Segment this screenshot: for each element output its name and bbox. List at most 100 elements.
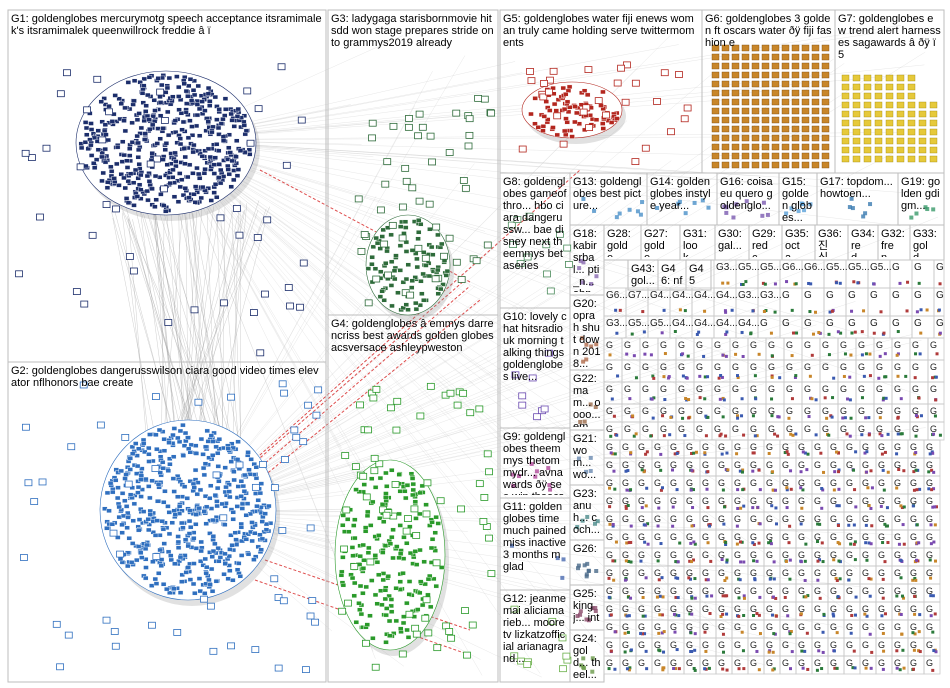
node [735, 524, 739, 528]
node [771, 62, 780, 70]
node [717, 376, 721, 380]
node [736, 374, 740, 378]
tile-label: G [782, 460, 789, 470]
tile-label: G [926, 550, 933, 560]
node [156, 427, 163, 433]
node [125, 200, 132, 205]
node [781, 116, 790, 124]
node [721, 415, 725, 419]
node [737, 614, 741, 618]
node [711, 80, 720, 88]
node [396, 511, 402, 517]
node [801, 53, 810, 61]
tile-label: G [622, 532, 629, 542]
tile-label: G [912, 384, 919, 394]
node [180, 525, 186, 530]
node [362, 525, 369, 530]
node [84, 132, 90, 137]
node [263, 527, 270, 532]
tile-label: G [894, 340, 901, 350]
node [860, 433, 864, 437]
node [617, 211, 622, 216]
node [752, 542, 756, 546]
node [380, 577, 386, 583]
node [613, 79, 622, 87]
node [382, 511, 391, 519]
tile-label: G [766, 514, 773, 524]
node [610, 397, 614, 401]
node [781, 134, 790, 142]
node [642, 523, 646, 527]
node [852, 137, 861, 145]
node [200, 452, 206, 457]
edge [220, 216, 242, 475]
node [372, 592, 379, 598]
node [899, 504, 903, 508]
node [362, 493, 371, 501]
node [314, 386, 323, 394]
tile-label: G [732, 384, 739, 394]
node [869, 506, 873, 510]
node [398, 234, 407, 242]
node [166, 531, 173, 537]
tile-label: G [768, 406, 775, 416]
node [625, 488, 629, 492]
node [711, 152, 720, 160]
tile-label: G [624, 406, 631, 416]
tile-label: G [936, 290, 944, 301]
edge [194, 511, 843, 628]
node [863, 101, 872, 109]
node [105, 137, 111, 143]
node [152, 204, 158, 209]
node [459, 389, 468, 397]
node [672, 667, 676, 671]
edge [194, 511, 746, 627]
node [140, 441, 147, 446]
node [134, 463, 141, 469]
node [114, 144, 121, 150]
group-label-g15: G15: golden globes... [782, 176, 812, 222]
node [567, 105, 573, 110]
node [741, 80, 750, 88]
node [833, 470, 837, 474]
node [698, 374, 702, 378]
node [240, 483, 247, 489]
node [741, 107, 750, 115]
tile-label: G [846, 622, 853, 632]
node [801, 107, 810, 115]
node [930, 468, 934, 472]
node [412, 499, 419, 504]
node [549, 67, 558, 75]
node [689, 631, 693, 635]
node [808, 374, 812, 378]
node [170, 454, 177, 459]
node [563, 116, 569, 121]
tile-label: G [766, 478, 773, 488]
node [121, 118, 127, 123]
node [483, 241, 492, 249]
node [811, 71, 820, 79]
tile-label: G [686, 478, 693, 488]
node [711, 116, 720, 124]
group-label-g22: G22: mam... oooo... em... [573, 373, 601, 427]
node [932, 432, 936, 436]
node [671, 524, 675, 528]
node [801, 488, 805, 492]
node [799, 612, 803, 616]
node [885, 128, 894, 136]
node [704, 578, 708, 582]
tile-label: G [910, 478, 917, 488]
node [741, 161, 750, 169]
group-label-g29: G29: redc... [752, 228, 776, 257]
node [721, 125, 730, 133]
node [852, 110, 861, 118]
tile-label: G [878, 586, 885, 596]
node [761, 116, 770, 124]
node [212, 492, 219, 498]
node [155, 498, 161, 504]
node [258, 481, 265, 486]
tile-label: G [606, 478, 613, 488]
tile-label: G [782, 514, 789, 524]
node [122, 498, 128, 503]
node [739, 506, 743, 510]
